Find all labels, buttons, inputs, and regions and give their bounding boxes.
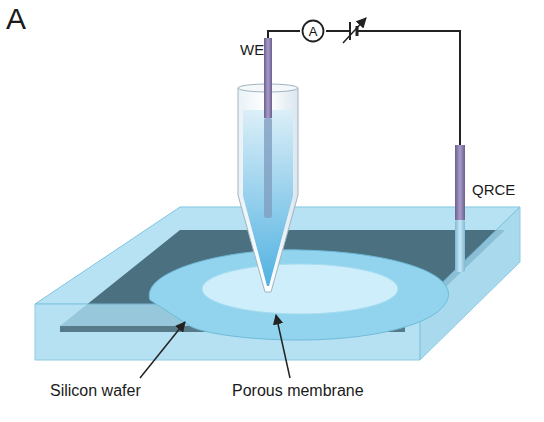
part-label: Silicon wafer: [50, 382, 141, 400]
part-label: WE: [240, 42, 264, 59]
we-electrode: [264, 38, 272, 118]
pipette-glass: [238, 88, 298, 292]
wire: [326, 30, 349, 32]
pipette-solution: [243, 110, 293, 286]
panel-label: A: [6, 2, 26, 35]
ammeter-circle: [303, 21, 324, 42]
wire: [357, 31, 460, 145]
part-label: QRCE: [472, 182, 515, 199]
leader-arrow: [140, 322, 185, 378]
qrce-electrode-immersed: [455, 220, 465, 272]
qrce-electrode: [455, 145, 465, 220]
we-electrode-immersed: [264, 118, 272, 218]
leader-arrow: [276, 315, 290, 378]
wire: [268, 31, 300, 38]
silicon-wafer: [149, 250, 448, 340]
ammeter-label: A: [309, 25, 318, 38]
ammeter-symbol: A: [301, 19, 325, 43]
battery-symbol: [349, 22, 351, 40]
part-label: Porous membrane: [232, 382, 364, 400]
variable-arrow: [343, 18, 366, 43]
porous-membrane: [202, 264, 398, 314]
